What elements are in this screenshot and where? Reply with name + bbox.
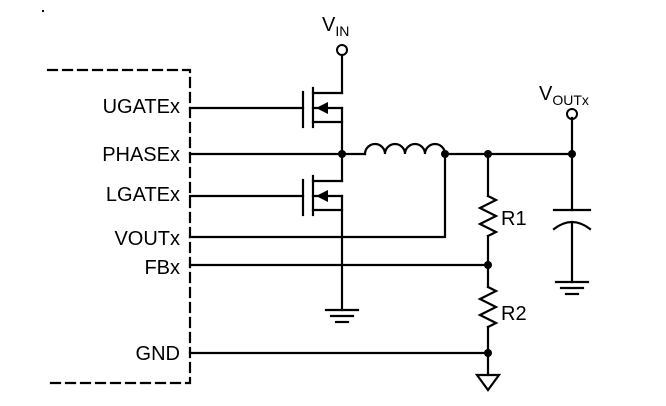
vin-terminal <box>336 44 348 56</box>
mosfet-ground-symbol <box>324 308 360 324</box>
pin-label-gnd: GND <box>136 343 180 365</box>
vout-label: VOUTx <box>539 83 589 108</box>
capacitor-ground-symbol <box>554 280 590 296</box>
r2-label: R2 <box>501 303 527 325</box>
high-side-mosfet <box>188 86 344 156</box>
pin-label-ugate: UGATEx <box>103 96 180 118</box>
pin-label-phase: PHASEx <box>102 144 180 166</box>
stray-dot <box>42 10 44 12</box>
pin-label-fb: FBx <box>144 257 180 279</box>
pin-label-vout: VOUTx <box>114 228 180 250</box>
pin-label-lgate: LGATEx <box>106 184 180 206</box>
vout-sense-wire <box>188 152 447 239</box>
gnd-node-dot <box>484 349 492 357</box>
resistor-r1 <box>477 152 499 267</box>
output-capacitor <box>552 116 592 284</box>
low-side-mosfet <box>188 152 344 312</box>
vin-label: VIN <box>322 14 349 39</box>
controller-ic-boundary <box>46 68 192 385</box>
resistor-r2 <box>477 263 499 377</box>
signal-ground-triangle <box>474 373 502 392</box>
vout-terminal <box>566 108 578 120</box>
inductor <box>363 142 447 156</box>
r1-label: R1 <box>501 208 527 230</box>
